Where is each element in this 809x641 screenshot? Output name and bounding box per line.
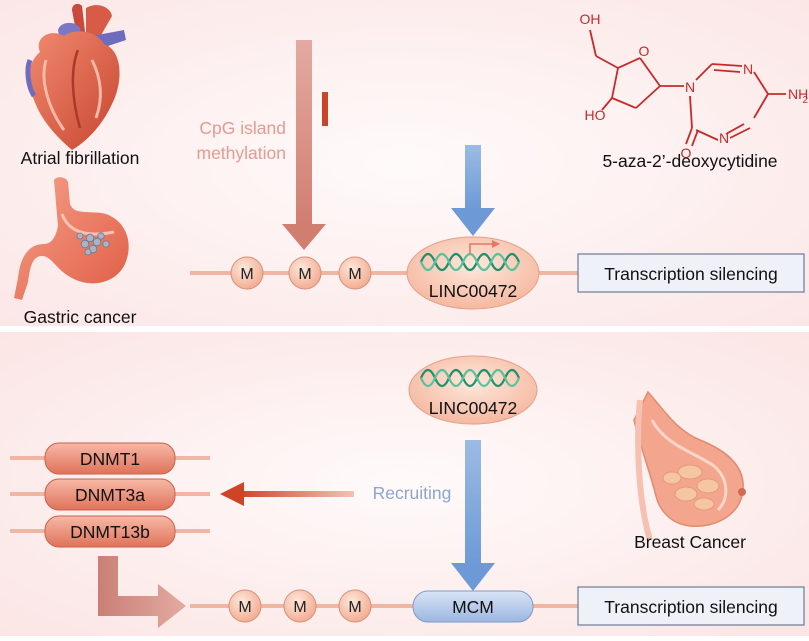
inhibition-line <box>322 92 556 126</box>
dnmt-pill <box>44 515 176 548</box>
atom-ring-o: O <box>639 43 650 59</box>
methyl-mark-label: M <box>238 599 251 616</box>
atom-carbonyl-o: O <box>681 145 692 161</box>
disease-label-atrial-fibrillation: Atrial fibrillation <box>21 148 140 168</box>
bottom-outcome-label: Transcription silencing <box>604 597 777 617</box>
atom-amine-subscript: 2 <box>802 95 808 106</box>
panel-divider <box>0 326 809 332</box>
dnmt-group: DNMT1 DNMT3a DNMT13b <box>10 442 210 548</box>
top-outcome-label: Transcription silencing <box>604 264 777 284</box>
methyl-bead <box>228 589 262 623</box>
top-linc-oval <box>406 236 540 310</box>
atom-ho-left: HO <box>585 107 606 123</box>
dnmt-pill <box>44 442 176 475</box>
methyl-bead <box>338 589 372 623</box>
atom-amine: NH <box>788 86 808 102</box>
breast-icon <box>633 390 746 541</box>
mcm-label: MCM <box>452 597 494 617</box>
top-methyl-marks: M M M <box>230 256 372 290</box>
bottom-outcome-box <box>577 586 805 626</box>
dnmt-pill <box>44 478 176 511</box>
bottom-linc-oval <box>408 355 538 425</box>
atom-oh-top: OH <box>580 11 601 27</box>
recruiting-label: Recruiting <box>373 483 452 503</box>
bottom-gene-label: LINC00472 <box>429 398 518 418</box>
atom-n2: N <box>743 61 753 77</box>
methylation-label-line2: methylation <box>197 143 287 163</box>
methyl-bead <box>230 256 264 290</box>
recruit-arrow-down <box>451 440 495 591</box>
recruiting-arrow <box>220 482 354 506</box>
disease-label-gastric-cancer: Gastric cancer <box>24 307 137 327</box>
methyl-mark-label: M <box>348 599 361 616</box>
top-outcome-box <box>577 253 805 293</box>
methyl-bead <box>338 256 372 290</box>
atom-n1: N <box>685 79 695 95</box>
methylation-label-line1: CpG island <box>199 118 286 138</box>
stomach-icon <box>14 177 129 300</box>
methyl-mark-label: M <box>298 266 311 283</box>
bottom-methyl-marks: M M M <box>228 589 372 623</box>
drug-name: 5-aza-2’-deoxycytidine <box>602 151 777 171</box>
drug-structure-icon <box>589 29 786 147</box>
disease-label-breast-cancer: Breast Cancer <box>634 532 746 552</box>
drug-effect-arrow <box>451 145 495 236</box>
dnmt-elbow-arrow <box>98 556 186 628</box>
methylation-arrow <box>282 40 326 250</box>
dnmt-label: DNMT1 <box>80 449 140 469</box>
methyl-mark-label: M <box>293 599 306 616</box>
dnmt-label: DNMT3a <box>75 485 145 505</box>
mcm-complex <box>412 590 534 623</box>
atom-n3: N <box>719 130 729 146</box>
methyl-bead <box>283 589 317 623</box>
dnmt-label: DNMT13b <box>70 522 150 542</box>
top-gene-label: LINC00472 <box>429 281 518 301</box>
methyl-mark-label: M <box>240 266 253 283</box>
methyl-bead <box>288 256 322 290</box>
methyl-mark-label: M <box>348 266 361 283</box>
heart-icon <box>25 3 126 150</box>
